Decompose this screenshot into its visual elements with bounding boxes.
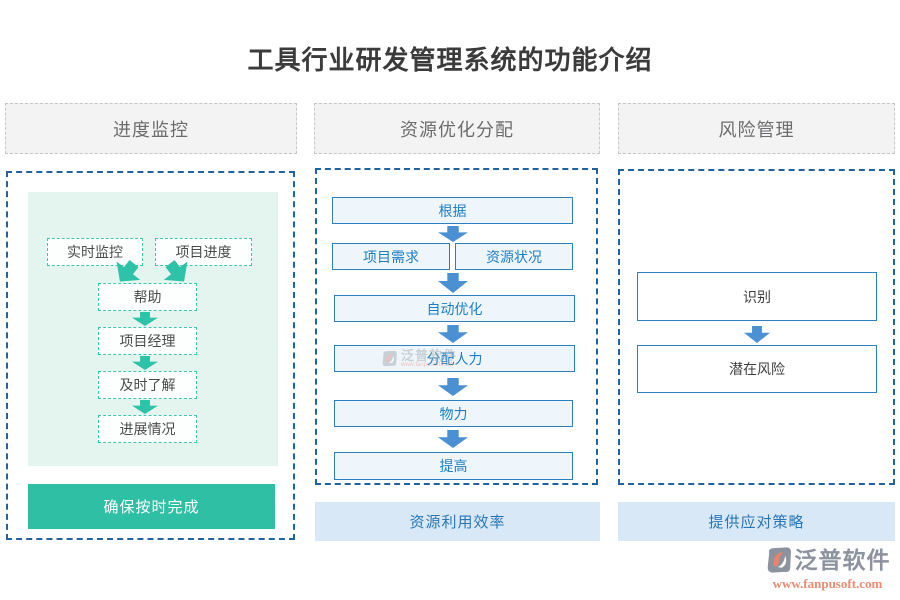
- node-allocate-manpower: 分配人力: [334, 345, 575, 372]
- node-realtime-monitoring: 实时监控: [47, 238, 143, 266]
- node-improve: 提高: [334, 452, 573, 480]
- resource-utilization-banner: 资源利用效率: [315, 502, 600, 541]
- column-header-risk-management: 风险管理: [618, 103, 895, 154]
- column-header-resource-allocation: 资源优化分配: [314, 103, 600, 154]
- brand-website: www.fanpusoft.com: [772, 576, 883, 591]
- node-material-resources: 物力: [334, 400, 573, 427]
- node-resource-status: 资源状况: [455, 243, 573, 270]
- column-header-progress-monitoring: 进度监控: [5, 103, 297, 154]
- node-project-progress: 项目进度: [155, 238, 252, 266]
- page-title: 工具行业研发管理系统的功能介绍: [247, 46, 653, 75]
- response-strategy-banner: 提供应对策略: [618, 502, 895, 541]
- node-help: 帮助: [98, 283, 197, 311]
- brand-logo-row: 泛普软件: [765, 546, 891, 574]
- node-project-requirements: 项目需求: [332, 243, 450, 270]
- node-auto-optimize: 自动优化: [334, 295, 575, 322]
- node-potential-risk: 潜在风险: [637, 345, 877, 393]
- ensure-on-time-banner: 确保按时完成: [28, 484, 275, 529]
- brand-name: 泛普软件: [794, 546, 891, 573]
- brand-logo: 泛普软件 www.fanpusoft.com: [760, 546, 895, 590]
- node-project-manager: 项目经理: [98, 327, 197, 355]
- node-identify: 识别: [637, 272, 877, 321]
- node-based-on: 根据: [332, 197, 573, 224]
- node-timely-understand: 及时了解: [98, 371, 197, 399]
- fanpu-logo-icon: [767, 547, 791, 573]
- node-progress-status: 进展情况: [98, 415, 197, 443]
